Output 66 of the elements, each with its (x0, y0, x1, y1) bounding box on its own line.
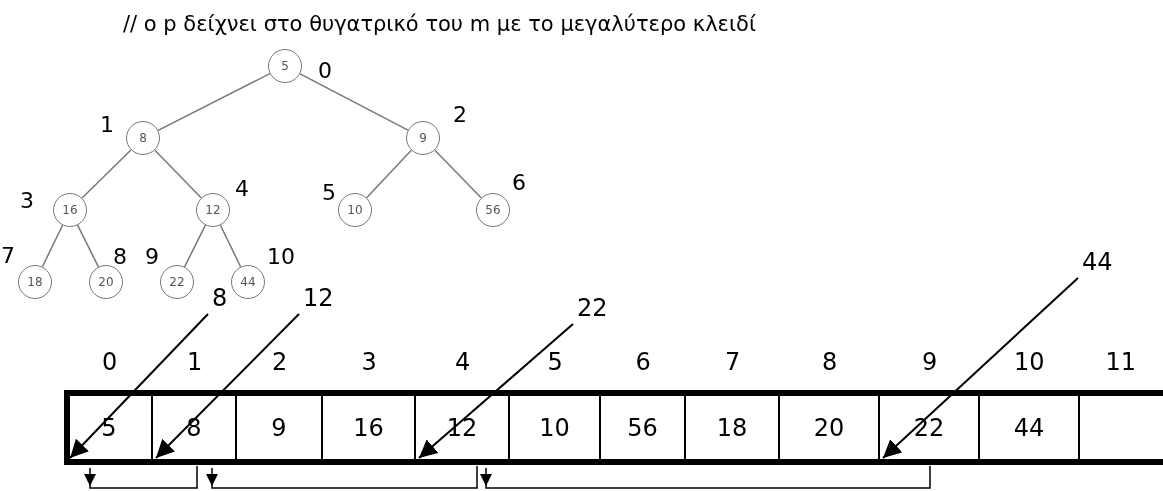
tree-edge (434, 149, 482, 199)
pointer-label: 22 (577, 296, 608, 320)
tree-node-circle: 18 (18, 265, 52, 299)
index-number: 2 (272, 350, 288, 374)
index-number: 5 (547, 350, 563, 374)
tree-node-circle: 10 (338, 193, 372, 227)
index-number: 4 (455, 350, 471, 374)
tree-node-circle: 8 (126, 121, 160, 155)
index-number: 3 (20, 190, 34, 212)
tree-node-circle: 56 (476, 193, 510, 227)
tree-edge (365, 149, 413, 199)
index-number: 4 (235, 178, 249, 200)
tree-edge (41, 224, 64, 268)
tree-node-circle: 12 (196, 193, 230, 227)
index-number: 9 (922, 350, 938, 374)
array-cell: 22 (880, 393, 980, 462)
index-number: 0 (318, 60, 332, 82)
tree-edge (81, 149, 132, 199)
pointer-label: 12 (303, 286, 334, 310)
index-number: 3 (361, 350, 377, 374)
index-number: 10 (267, 246, 295, 268)
array-cell: 18 (686, 393, 780, 462)
array-cell: 20 (780, 393, 880, 462)
tree-edge (183, 224, 207, 268)
array-cell: 8 (153, 393, 237, 462)
tree-edge (76, 224, 100, 268)
tree-edge (157, 72, 271, 132)
index-number: 1 (187, 350, 203, 374)
index-number: 6 (512, 172, 526, 194)
pointer-label: 44 (1082, 250, 1113, 274)
tree-edge (299, 73, 409, 131)
tree-node-circle: 20 (89, 265, 123, 299)
index-number: 8 (113, 246, 127, 268)
index-number: 7 (725, 350, 741, 374)
index-number: 6 (635, 350, 651, 374)
array-cell: 9 (237, 393, 323, 462)
pointer-label: 8 (212, 286, 228, 310)
bracket-arrow (206, 465, 478, 489)
index-number: 8 (822, 350, 838, 374)
bracket-arrow (480, 465, 931, 489)
array-cell: 44 (980, 393, 1080, 462)
tree-edge (154, 149, 202, 199)
index-number: 9 (145, 246, 159, 268)
tree-node-circle: 22 (160, 265, 194, 299)
empty-array-cell (1080, 390, 1163, 465)
tree-node-circle: 5 (268, 49, 302, 83)
index-number: 10 (1014, 350, 1045, 374)
pointer-arrow (69, 313, 209, 459)
array-cell: 16 (323, 393, 416, 462)
index-number: 7 (1, 245, 15, 267)
pointer-arrow (882, 277, 1079, 459)
array-cell: 10 (510, 393, 601, 462)
tree-edge (219, 224, 242, 268)
index-number: 2 (453, 104, 467, 126)
tree-node-circle: 16 (53, 193, 87, 227)
array-cell: 56 (601, 393, 686, 462)
index-number: 5 (322, 182, 336, 204)
index-number: 1 (100, 114, 114, 136)
tree-node-circle: 9 (406, 121, 440, 155)
index-number: 0 (102, 350, 118, 374)
index-number: 11 (1105, 350, 1137, 374)
pointer-arrow (155, 313, 300, 459)
code-comment: // ο p δείχνει στο θυγατρικό του m με το μεγαλύτερο κλειδί (123, 14, 756, 35)
tree-node-circle: 44 (231, 265, 265, 299)
pointer-arrow (418, 323, 574, 459)
bracket-arrow (84, 465, 198, 489)
